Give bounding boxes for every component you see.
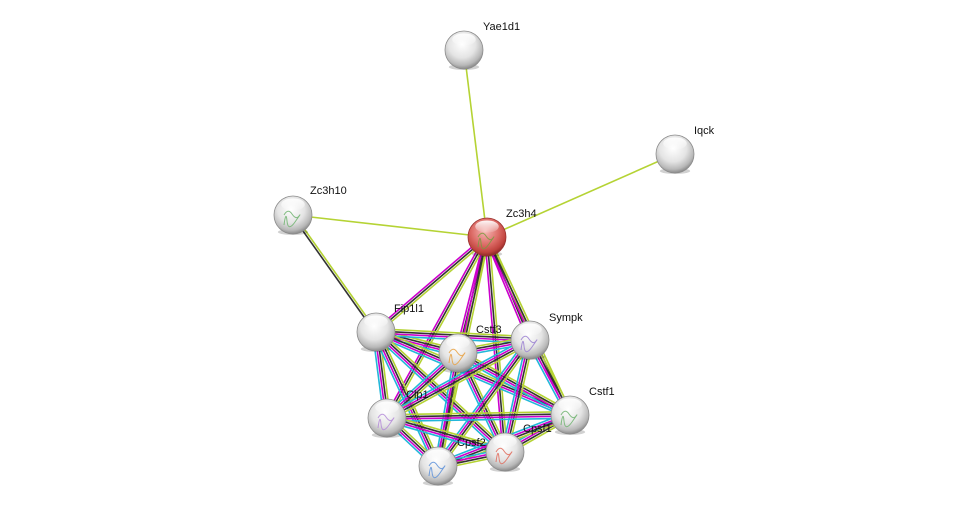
edge-clp1-cstf1[interactable] [386, 410, 571, 423]
node-cpsf2[interactable]: Cpsf2 [418, 437, 486, 486]
node-highlight [663, 137, 687, 150]
node-highlight [493, 435, 517, 448]
edge-line-experiments [386, 338, 530, 418]
edge-line-textmining [388, 342, 532, 422]
edge-line-textmining [376, 238, 489, 335]
edges-layer [291, 49, 676, 471]
node-zc3h4[interactable]: Zc3h4 [467, 208, 537, 257]
edge-zc3h10-fip1l1[interactable] [291, 213, 378, 334]
node-label: Cstf1 [589, 386, 615, 398]
edge-line-databases [434, 337, 528, 465]
edge-line-experiments [457, 353, 570, 417]
edge-line-coexpression [387, 340, 531, 420]
edge-line-databases [433, 352, 456, 466]
edge-line-coexpression [376, 330, 507, 452]
edge-line-textmining [459, 349, 572, 413]
node-highlight [475, 220, 499, 233]
edge-line-coexpression [375, 236, 488, 333]
edge-line-experiments [374, 234, 487, 331]
node-label: Zc3h10 [310, 185, 347, 197]
edge-zc3h4-zc3h10[interactable] [292, 214, 488, 238]
node-highlight [558, 398, 582, 411]
edge-line-textmining [440, 353, 463, 467]
edge-line-coexpression [438, 340, 532, 468]
node-label: Fip1l1 [394, 303, 424, 315]
node-iqck[interactable]: Iqck [655, 125, 715, 174]
node-yae1d1[interactable]: Yae1d1 [444, 21, 520, 70]
edge-zc3h4-fip1l1[interactable] [374, 234, 489, 335]
edge-line-textmining [376, 327, 531, 338]
node-highlight [452, 33, 476, 46]
edge-line-coexpression [386, 413, 570, 418]
node-clp1[interactable]: Clp1 [367, 389, 429, 438]
edge-line-coexpression [291, 215, 376, 334]
edge-line-textmining [292, 214, 488, 238]
node-zc3h10[interactable]: Zc3h10 [273, 185, 347, 235]
node-label: Cpsf1 [523, 423, 552, 435]
edge-line-databases [387, 417, 571, 423]
edge-line-textmining [386, 410, 570, 416]
node-label: Yae1d1 [483, 21, 520, 33]
node-label: Clp1 [406, 389, 429, 401]
node-label: Zc3h4 [506, 208, 537, 220]
edge-line-textmining [463, 49, 488, 238]
protein-structure-icon [495, 447, 513, 465]
edge-line-experiments [387, 415, 571, 420]
edge-zc3h4-iqck[interactable] [486, 153, 676, 238]
edge-line-experiments [436, 338, 530, 466]
node-label: Cstf3 [476, 324, 502, 336]
edge-line-textmining [486, 153, 676, 238]
edge-line-coexpression [458, 351, 571, 415]
edge-line-coexpression [387, 416, 506, 452]
protein-structure-icon [560, 410, 578, 428]
node-highlight [446, 336, 470, 349]
edge-line-databases [385, 336, 529, 416]
node-label: Iqck [694, 125, 715, 137]
edge-line-textmining [440, 341, 534, 469]
protein-structure-icon [283, 210, 301, 228]
edge-line-textmining [376, 328, 572, 413]
node-label: Sympk [549, 312, 583, 324]
node-cstf1[interactable]: Cstf1 [550, 386, 615, 435]
node-highlight [375, 401, 399, 414]
protein-structure-icon [520, 335, 538, 353]
protein-structure-icon [448, 348, 466, 366]
edge-line-coexpression [376, 331, 440, 466]
node-cpsf1[interactable]: Cpsf1 [485, 423, 552, 472]
node-highlight [364, 315, 388, 328]
node-highlight [518, 323, 542, 336]
node-highlight [281, 198, 305, 211]
edge-line-databases [500, 339, 528, 452]
protein-structure-icon [477, 232, 495, 250]
edge-zc3h4-yae1d1[interactable] [463, 49, 488, 238]
node-label: Cpsf2 [457, 437, 486, 449]
edge-line-databases [374, 334, 570, 419]
node-highlight [426, 449, 450, 462]
edge-sympk-clp1[interactable] [385, 336, 532, 422]
node-fip1l1[interactable]: Fip1l1 [356, 303, 424, 352]
node-sympk[interactable]: Sympk [510, 312, 583, 360]
node-cstf3[interactable]: Cstf3 [438, 324, 502, 373]
edge-line-textmining [293, 213, 378, 332]
protein-structure-icon [377, 413, 395, 431]
edge-sympk-cpsf2[interactable] [434, 337, 534, 469]
protein-structure-icon [428, 461, 446, 479]
